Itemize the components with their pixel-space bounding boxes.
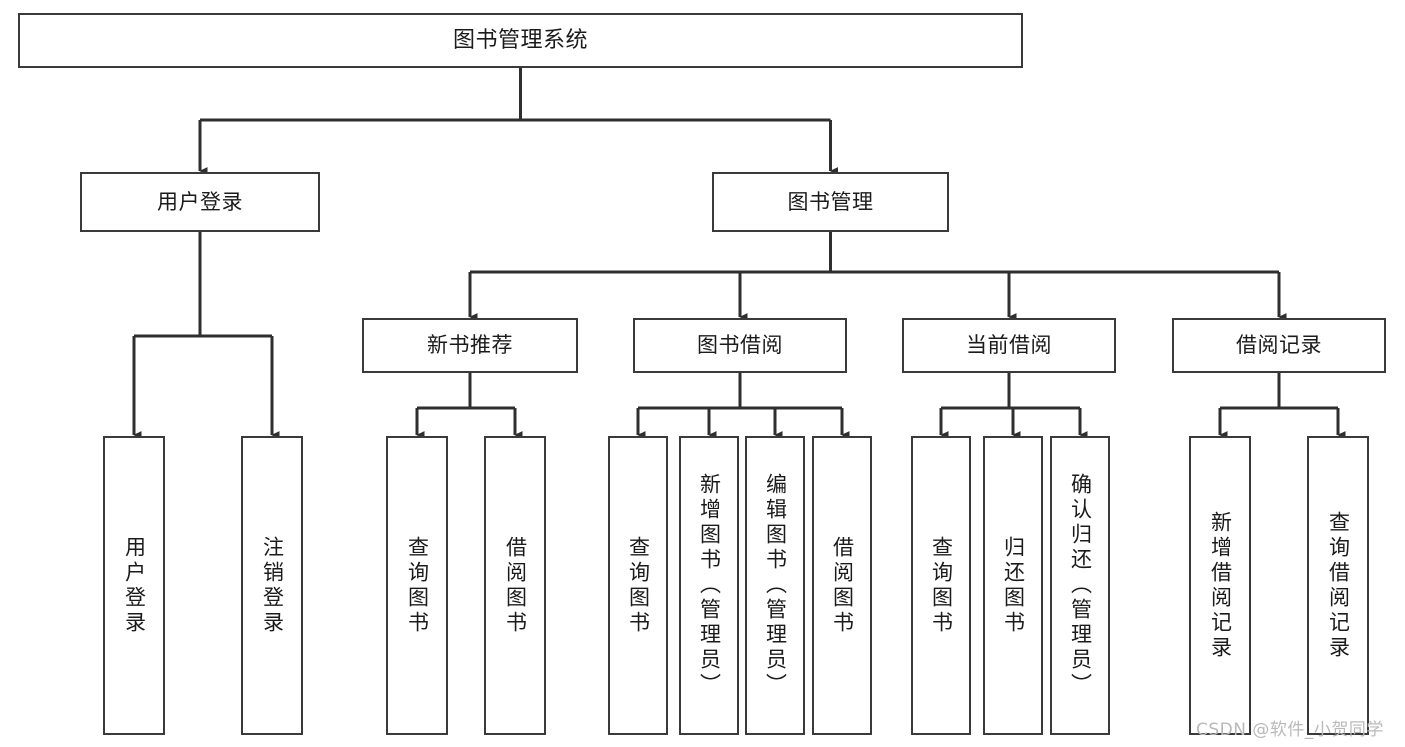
node-label: 新增借阅记录 <box>1208 510 1233 661</box>
node-label: 新增图书（管理员） <box>697 473 722 698</box>
node-label: 编辑图书（管理员） <box>763 473 788 698</box>
node-leaf-add-book[interactable]: 新增图书（管理员） <box>679 436 739 735</box>
node-label: 借阅记录 <box>1236 333 1322 358</box>
node-label: 图书管理系统 <box>452 27 588 53</box>
node-label: 查询图书 <box>626 535 651 636</box>
node-label: 借阅图书 <box>503 535 528 636</box>
node-leaf-query-record[interactable]: 查询借阅记录 <box>1307 436 1369 735</box>
node-label: 注销登录 <box>260 535 285 636</box>
node-label: 当前借阅 <box>966 333 1052 358</box>
node-leaf-add-record[interactable]: 新增借阅记录 <box>1189 436 1251 735</box>
node-leaf-return-book[interactable]: 归还图书 <box>983 436 1043 735</box>
node-leaf-edit-book[interactable]: 编辑图书（管理员） <box>745 436 805 735</box>
node-label: 查询图书 <box>405 535 430 636</box>
node-label: 用户登录 <box>122 535 147 636</box>
connector-lines <box>132 68 1346 439</box>
node-leaf-borrow-book-1[interactable]: 借阅图书 <box>484 436 546 735</box>
node-leaf-query-book-3[interactable]: 查询图书 <box>911 436 971 735</box>
node-label: 归还图书 <box>1001 535 1026 636</box>
node-label: 图书借阅 <box>697 333 783 358</box>
node-label: 借阅图书 <box>830 535 855 636</box>
node-leaf-confirm-return[interactable]: 确认归还（管理员） <box>1050 436 1110 735</box>
node-label: 查询图书 <box>929 535 954 636</box>
node-root[interactable]: 图书管理系统 <box>18 13 1023 68</box>
node-book-borrow[interactable]: 图书借阅 <box>633 318 847 373</box>
node-leaf-query-book-1[interactable]: 查询图书 <box>386 436 448 735</box>
watermark-text: CSDN @软件_小贺同学 <box>1196 720 1384 740</box>
node-label: 新书推荐 <box>427 333 513 358</box>
node-current-borrow[interactable]: 当前借阅 <box>902 318 1116 373</box>
node-leaf-borrow-book-2[interactable]: 借阅图书 <box>812 436 872 735</box>
node-label: 用户登录 <box>157 189 243 214</box>
node-new-book-rec[interactable]: 新书推荐 <box>362 318 578 373</box>
node-leaf-query-book-2[interactable]: 查询图书 <box>608 436 668 735</box>
node-borrow-record[interactable]: 借阅记录 <box>1172 318 1386 373</box>
node-label: 确认归还（管理员） <box>1068 473 1093 698</box>
node-label: 查询借阅记录 <box>1326 510 1351 661</box>
node-leaf-user-logout[interactable]: 注销登录 <box>241 436 303 735</box>
node-label: 图书管理 <box>787 189 874 214</box>
node-user-login[interactable]: 用户登录 <box>80 172 320 232</box>
node-leaf-user-login[interactable]: 用户登录 <box>103 436 165 735</box>
node-book-manage[interactable]: 图书管理 <box>712 172 949 232</box>
